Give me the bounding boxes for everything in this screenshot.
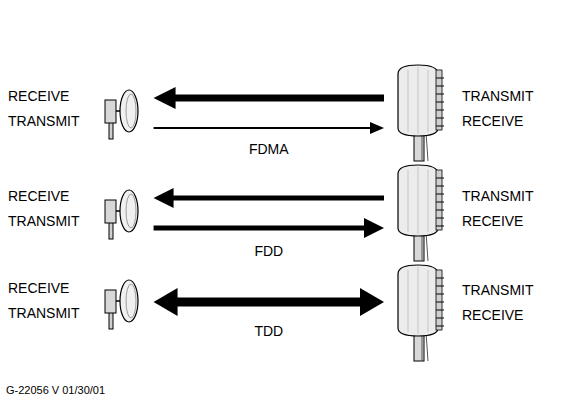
arrow-shaft <box>173 298 365 307</box>
text-column: RECEIVETRANSMIT <box>8 184 80 234</box>
base-station-antenna: TRANSMITRECEIVE <box>392 162 534 262</box>
arrow-shaft <box>154 226 368 231</box>
tower-shape <box>398 265 444 361</box>
dish-shape <box>105 90 138 139</box>
text-column: TRANSMITRECEIVE <box>462 278 534 328</box>
text-column: TRANSMITRECEIVE <box>462 184 534 234</box>
mode-label: RECEIVE <box>462 209 534 234</box>
arrow-head <box>360 288 384 316</box>
scheme-label: FDMA <box>246 141 292 157</box>
subscriber-antenna: RECEIVETRANSMIT <box>8 184 146 242</box>
dish-icon <box>102 276 146 332</box>
tower-icon <box>392 162 448 262</box>
base-station-antenna: TRANSMITRECEIVE <box>392 262 534 362</box>
mode-label: RECEIVE <box>462 109 534 134</box>
arrow-head <box>154 87 176 109</box>
dish-icon <box>102 86 146 142</box>
mode-label: RECEIVE <box>462 303 534 328</box>
signal-arrow <box>154 288 384 316</box>
figure-id: G-22056 V 01/30/01 <box>6 384 105 397</box>
scheme-label: FDD <box>251 243 286 259</box>
mode-label: TRANSMIT <box>8 301 80 326</box>
mode-label: TRANSMIT <box>8 109 80 134</box>
mode-label: TRANSMIT <box>462 184 534 209</box>
subscriber-antenna: RECEIVETRANSMIT <box>8 274 146 332</box>
scheme-label: TDD <box>251 323 286 339</box>
signal-arrow <box>154 122 384 134</box>
arrow-shaft <box>170 196 384 201</box>
text-column: RECEIVETRANSMIT <box>8 84 80 134</box>
mode-label: TRANSMIT <box>462 278 534 303</box>
signal-arrow <box>154 218 384 238</box>
base-station-antenna: TRANSMITRECEIVE <box>392 62 534 162</box>
arrow-shaft <box>171 95 384 102</box>
dish-icon <box>102 186 146 242</box>
mode-label: RECEIVE <box>8 276 80 301</box>
mode-label: TRANSMIT <box>8 209 80 234</box>
tower-shape <box>398 65 444 161</box>
tower-icon <box>392 262 448 362</box>
arrow-head <box>154 288 178 316</box>
tower-shape <box>398 165 444 261</box>
tower-icon <box>392 62 448 162</box>
signal-arrow <box>154 188 384 208</box>
mode-label: TRANSMIT <box>462 84 534 109</box>
arrow-head <box>364 218 384 238</box>
dish-shape <box>105 280 138 329</box>
text-column: RECEIVETRANSMIT <box>8 276 80 326</box>
arrow-shaft <box>154 127 373 129</box>
mode-label: RECEIVE <box>8 84 80 109</box>
subscriber-antenna: RECEIVETRANSMIT <box>8 84 146 142</box>
arrow-head <box>154 188 174 208</box>
dish-shape <box>105 190 138 239</box>
mode-label: RECEIVE <box>8 184 80 209</box>
arrow-head <box>370 122 384 134</box>
text-column: TRANSMITRECEIVE <box>462 84 534 134</box>
signal-arrow <box>154 87 384 109</box>
